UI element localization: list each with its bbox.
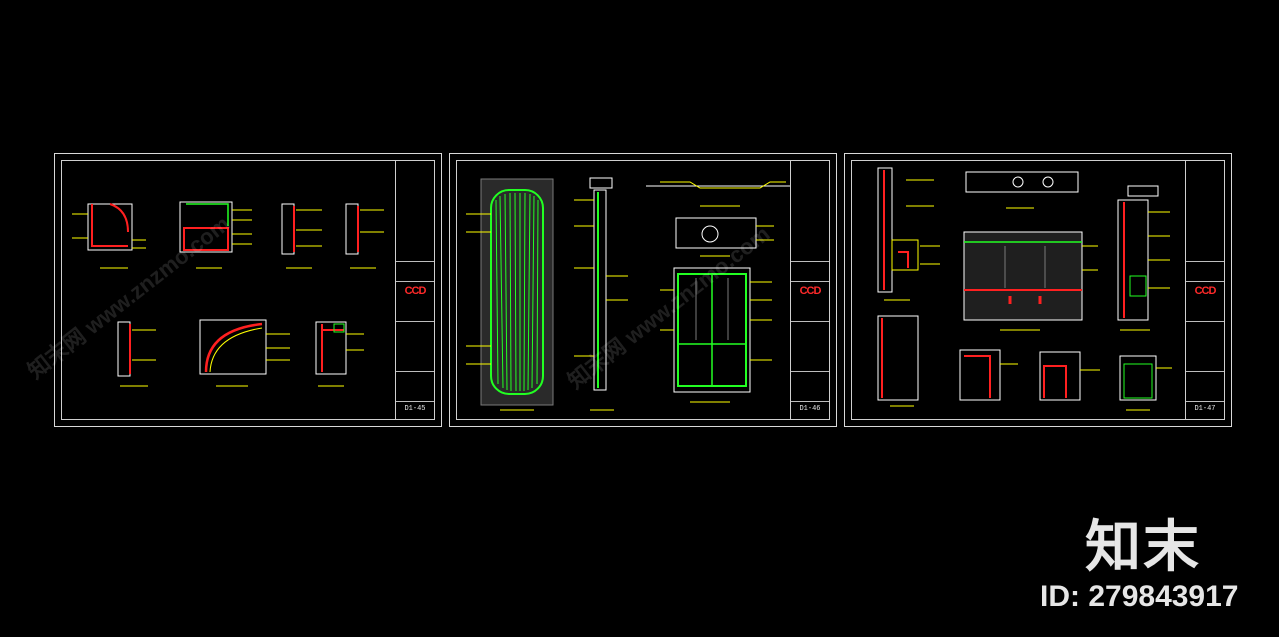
title-block: CCD D1-46 (790, 161, 829, 419)
divider (396, 281, 434, 282)
door-grain-lines (495, 192, 539, 392)
sheet-number: D1-45 (404, 405, 426, 413)
vertical-section (574, 177, 628, 411)
divider (1186, 261, 1224, 262)
right-section (1117, 185, 1170, 331)
sheet-number: D1-46 (799, 405, 821, 413)
title-block: CCD D1-45 (395, 161, 434, 419)
company-logo: CCD (404, 285, 427, 297)
detail-section (345, 203, 384, 269)
sheet-border: CCD D1-45 (61, 160, 435, 420)
divider (791, 261, 829, 262)
sheet-border: CCD D1-47 (851, 160, 1225, 420)
divider (791, 371, 829, 372)
title-block: CCD D1-47 (1185, 161, 1224, 419)
company-logo: CCD (799, 285, 822, 297)
vanity-elevation (963, 231, 1098, 331)
divider (396, 401, 434, 402)
detail-section (315, 321, 364, 387)
divider (791, 401, 829, 402)
basin-plan (675, 217, 774, 257)
sheet2-detail-elevations (466, 177, 790, 411)
divider (396, 371, 434, 372)
company-logo: CCD (1194, 285, 1217, 297)
divider (1186, 401, 1224, 402)
divider (1186, 321, 1224, 322)
divider (396, 321, 434, 322)
sheet-number: D1-47 (1194, 405, 1216, 413)
drawing-sheet-3[interactable]: CCD D1-47 (844, 153, 1232, 427)
divider (791, 281, 829, 282)
sheet1-detail-sections (72, 201, 384, 387)
top-detail (646, 181, 790, 207)
vanity-top-plan (965, 171, 1079, 209)
detail-section (199, 319, 290, 387)
cabinet-elevation (660, 267, 772, 403)
hatched-panel (480, 178, 554, 406)
bottom-sections (877, 315, 1172, 411)
dimension-leaders (466, 213, 534, 411)
asset-id-label: ID: 279843917 (1040, 580, 1239, 613)
divider (1186, 281, 1224, 282)
detail-section (179, 201, 252, 269)
sheet3-details (877, 167, 1172, 411)
wall-section (877, 167, 940, 301)
door-panel (490, 189, 544, 395)
brand-watermark: 知末 (1085, 515, 1201, 580)
divider (1186, 371, 1224, 372)
divider (791, 321, 829, 322)
divider (396, 261, 434, 262)
sheet-border: CCD D1-46 (456, 160, 830, 420)
detail-section (117, 321, 156, 387)
drawing-sheet-2[interactable]: CCD D1-46 (449, 153, 837, 427)
detail-section (72, 203, 146, 269)
detail-section (281, 203, 322, 269)
drawing-sheet-1[interactable]: CCD D1-45 (54, 153, 442, 427)
